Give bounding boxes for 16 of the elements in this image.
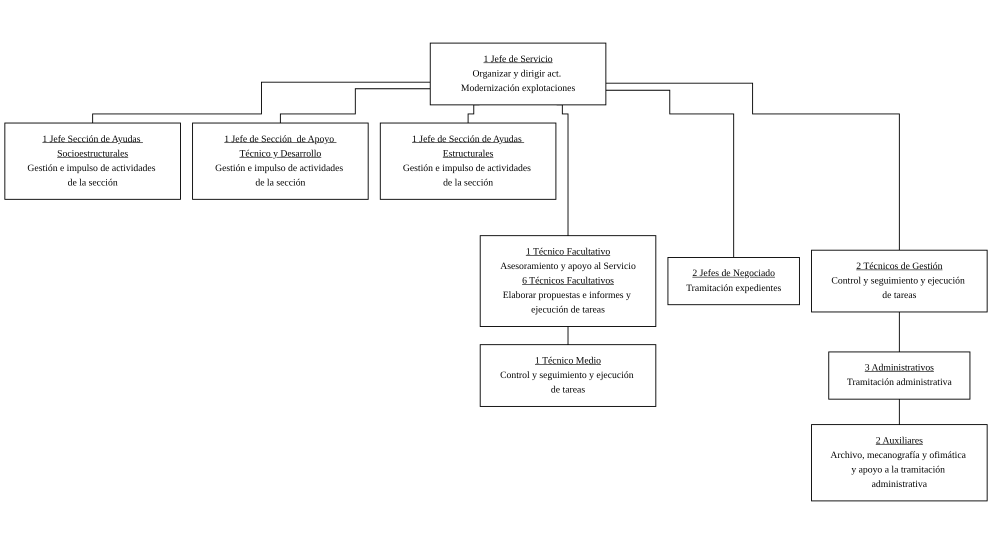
node-box: 1 Técnico Medio Control y seguimiento y ejecución de tareas: [480, 344, 656, 407]
node-box: 3 Administrativos Tramitación administrativa: [828, 351, 970, 400]
node-box: 1 Jefe Sección de Ayudas Socioestructurales Gestión e impulso de actividades de la sección: [4, 122, 181, 200]
node-box: 2 Jefes de Negociado Tramitación expedientes: [667, 257, 800, 306]
node-box: 2 Auxiliares Archivo, mecanografía y ofimática y apoyo a la tramitación administrativa: [811, 424, 988, 502]
connector: [605, 90, 734, 258]
node-box: 2 Técnicos de Gestión Control y seguimiento y ejecución de tareas: [811, 250, 988, 312]
connector: [898, 312, 900, 352]
connector: [605, 82, 900, 251]
connector: [280, 88, 431, 124]
connector: [92, 82, 431, 124]
node-box: 1 Jefe de Sección de Apoyo Técnico y Desarrollo Gestión e impulso de actividades de la sección: [192, 122, 369, 200]
node-box: 1 Técnico Facultativo Asesoramiento y apoyo al Servicio 6 Técnicos Facultativos Elaborar propuestas e informes y ejecución de tareas: [480, 235, 656, 327]
node-box: 1 Jefe de Servicio Organizar y dirigir act. Modernización explotaciones: [430, 42, 606, 106]
node-box: 1 Jefe de Sección de Ayudas Estructurales Gestión e impulso de actividades de la sección: [380, 122, 556, 200]
connector: [898, 398, 900, 426]
